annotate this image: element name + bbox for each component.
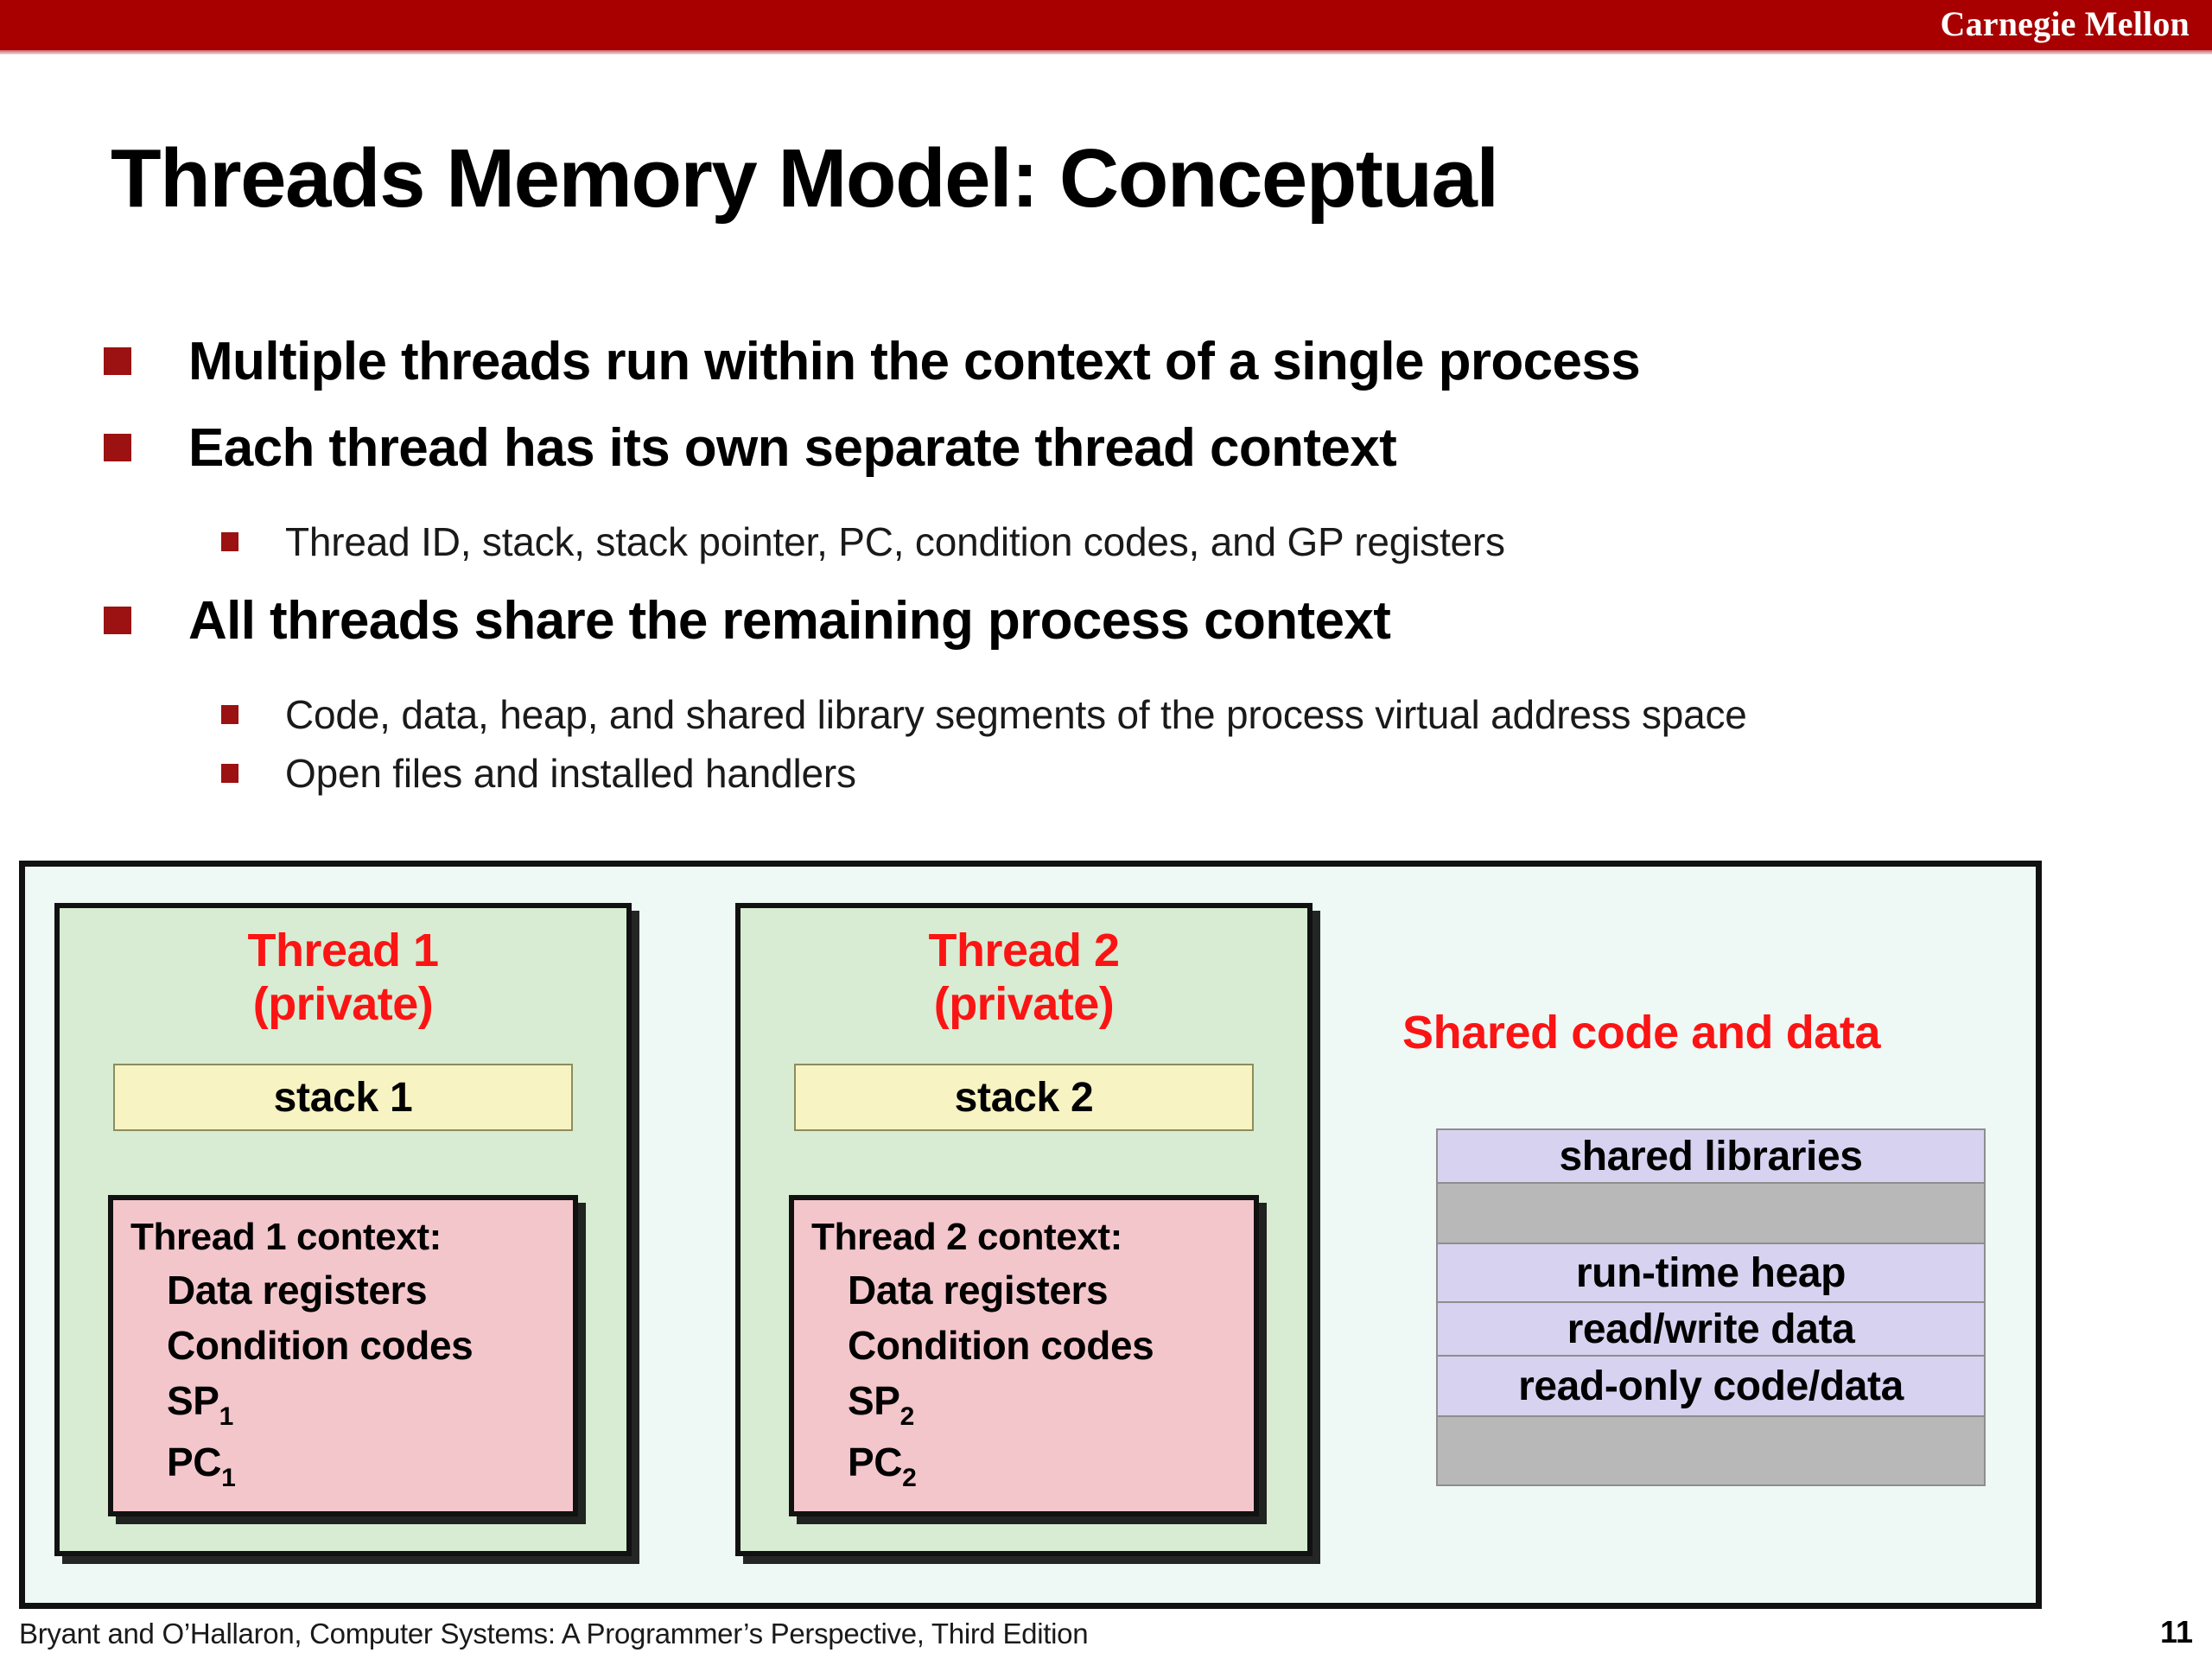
thread-1-title-line1: Thread 1 (247, 925, 439, 976)
thread-1-title: Thread 1 (private) (60, 924, 626, 1031)
square-bullet-icon (221, 705, 238, 724)
square-bullet-icon (221, 532, 238, 551)
thread-box-2: Thread 2 (private) stack 2 Thread 2 cont… (735, 903, 1313, 1556)
square-bullet-icon (221, 764, 238, 783)
thread-box-1: Thread 1 (private) stack 1 Thread 1 cont… (54, 903, 632, 1556)
header-banner (0, 0, 2212, 50)
thread-2-title: Thread 2 (private) (741, 924, 1307, 1031)
spacer (0, 574, 2212, 586)
shared-memory-segments: shared libraries run-time heap read/writ… (1436, 1128, 1986, 1486)
thread-1-title-line2: (private) (252, 978, 434, 1030)
memory-segment-gap-upper (1438, 1184, 1984, 1244)
bullet-level1: All threads share the remaining process … (0, 586, 2212, 658)
square-bullet-icon (104, 607, 131, 634)
context-item: Condition codes (167, 1323, 474, 1368)
bullet-text: All threads share the remaining process … (188, 591, 1391, 651)
memory-segment-gap-lower (1438, 1417, 1984, 1484)
bullet-text: Each thread has its own separate thread … (188, 418, 1397, 478)
thread-2-context-heading: Thread 2 context: (811, 1216, 1122, 1258)
bullet-level1: Each thread has its own separate thread … (0, 413, 2212, 486)
spacer (0, 672, 2212, 688)
header-underline-accent (0, 50, 2212, 54)
context-item: Data registers (848, 1268, 1109, 1313)
memory-segment-read-only-code-data: read-only code/data (1438, 1357, 1984, 1417)
thread-2-title-line2: (private) (933, 978, 1115, 1030)
bullet-level2: Thread ID, stack, stack pointer, PC, con… (0, 515, 2212, 569)
context-item: PC2 (848, 1440, 917, 1492)
memory-segment-read-write-data: read/write data (1438, 1303, 1984, 1357)
carnegie-mellon-wordmark: Carnegie Mellon (1940, 4, 2190, 43)
bullet-text: Open files and installed handlers (285, 751, 856, 796)
thread-1-context-box: Thread 1 context: Data registers Conditi… (108, 1195, 578, 1516)
page-title: Threads Memory Model: Conceptual (111, 132, 1499, 225)
context-item: Data registers (167, 1268, 428, 1313)
stack-2-box: stack 2 (794, 1064, 1254, 1131)
shared-code-and-data-label: Shared code and data (1402, 1007, 1881, 1058)
page-number: 11 (2159, 1614, 2193, 1649)
bullet-text: Code, data, heap, and shared library seg… (285, 692, 1747, 737)
bullet-level2: Open files and installed handlers (0, 747, 2212, 800)
stack-1-box: stack 1 (113, 1064, 573, 1131)
context-item: SP1 (167, 1378, 233, 1431)
bullet-level2: Code, data, heap, and shared library seg… (0, 688, 2212, 741)
context-item: SP2 (848, 1378, 914, 1431)
context-item: Condition codes (848, 1323, 1154, 1368)
context-item: PC1 (167, 1440, 236, 1492)
thread-1-context-heading: Thread 1 context: (130, 1216, 442, 1258)
square-bullet-icon (104, 347, 131, 375)
bullet-text: Multiple threads run within the context … (188, 332, 1641, 391)
thread-2-title-line1: Thread 2 (928, 925, 1120, 976)
spacer (0, 499, 2212, 515)
bullet-text: Thread ID, stack, stack pointer, PC, con… (285, 519, 1505, 564)
memory-segment-shared-libraries: shared libraries (1438, 1130, 1984, 1184)
bullet-level1: Multiple threads run within the context … (0, 327, 2212, 399)
square-bullet-icon (104, 434, 131, 461)
memory-segment-run-time-heap: run-time heap (1438, 1244, 1984, 1303)
bullet-list: Multiple threads run within the context … (0, 327, 2212, 805)
footer-attribution: Bryant and O’Hallaron, Computer Systems:… (19, 1618, 1089, 1649)
thread-2-context-box: Thread 2 context: Data registers Conditi… (789, 1195, 1259, 1516)
